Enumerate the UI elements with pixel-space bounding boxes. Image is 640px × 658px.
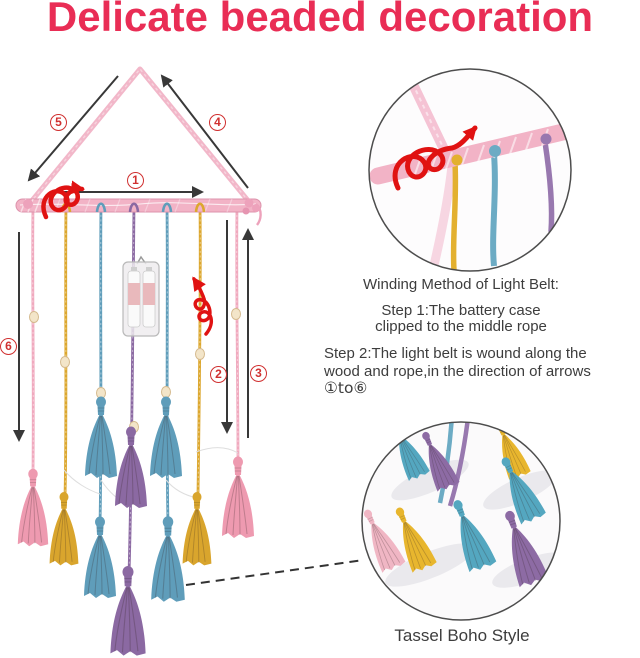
inset-tassel-closeup — [362, 422, 560, 620]
step1-line1: Step 1:The battery case — [381, 302, 541, 319]
step2-line2: wood and rope,in the direction of arrows — [324, 362, 591, 380]
inset-tassel-circle-border — [361, 421, 561, 621]
step1-line2: clipped to the middle rope — [375, 318, 547, 335]
wall-hanging-diagram — [13, 66, 262, 657]
pointer-dashed-line — [185, 559, 365, 586]
arrow-step5 — [27, 75, 119, 182]
winding-spiral-arrow-rope — [192, 276, 214, 336]
step-marker-2: 2 — [210, 366, 227, 383]
winding-spiral-arrow-rod — [41, 180, 85, 220]
step2-line3: ①to⑥ — [324, 379, 368, 397]
step-marker-1: 1 — [127, 172, 144, 189]
step2-text: Step 2:The light belt is wound along the… — [324, 345, 616, 398]
step-marker-6: 6 — [0, 338, 17, 355]
battery-case — [122, 255, 160, 337]
step2-line1: Step 2:The light belt is wound along the — [324, 345, 587, 362]
inset-rod-closeup — [369, 69, 571, 271]
step-marker-3: 3 — [250, 365, 267, 382]
page-title: Delicate beaded decoration — [46, 0, 594, 40]
rod-end-knot — [242, 198, 262, 226]
wood-beads — [29, 308, 241, 433]
winding-method-heading: Winding Method of Light Belt: — [363, 276, 559, 293]
hanging-rope-triangle — [28, 66, 252, 205]
step1-text: Step 1:The battery case clipped to the m… — [330, 303, 592, 335]
arrow-step4 — [160, 74, 249, 189]
inset-rod-circle-border — [368, 68, 572, 272]
step-marker-5: 5 — [50, 114, 67, 131]
step-marker-4: 4 — [209, 114, 226, 131]
tassel-boho-caption: Tassel Boho Style — [394, 626, 530, 645]
tassels — [17, 396, 255, 657]
